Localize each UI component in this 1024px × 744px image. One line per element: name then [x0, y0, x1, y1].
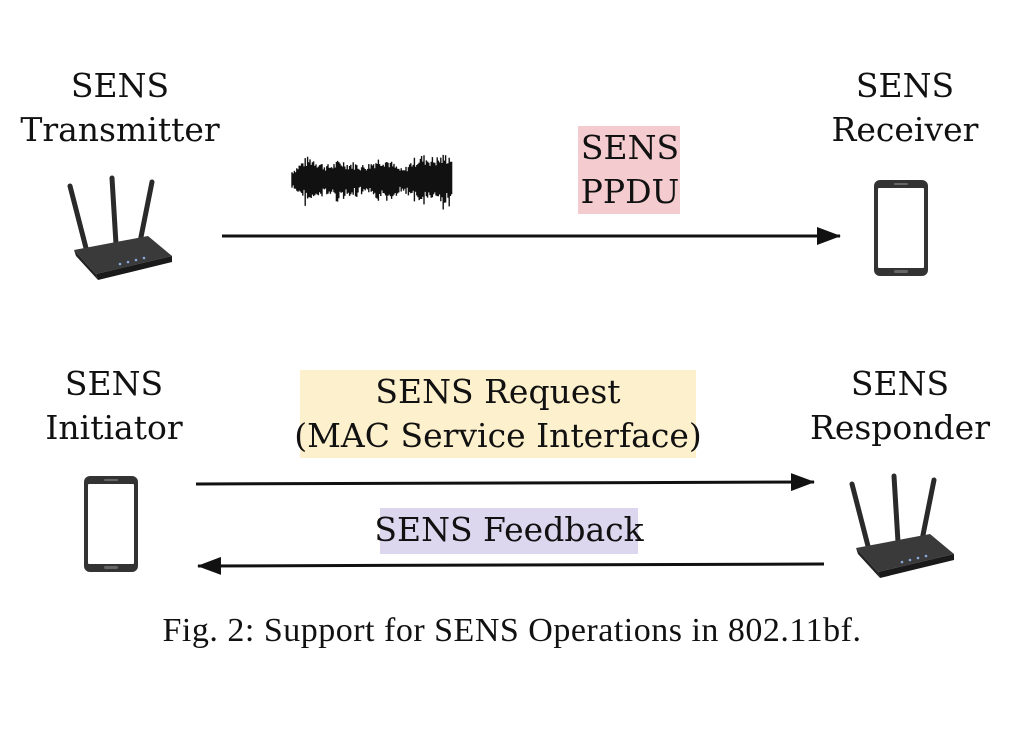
- receiver-label: SENS Receiver: [800, 64, 1010, 152]
- responder-label: SENS Responder: [790, 362, 1010, 450]
- figure-caption: Fig. 2: Support for SENS Operations in 8…: [162, 612, 862, 649]
- ppdu-label: SENS PPDU: [560, 126, 700, 214]
- feedback-label: SENS Feedback: [370, 508, 648, 552]
- feedback-arrow: [197, 556, 825, 575]
- request-label-line2: (MAC Service Interface): [294, 416, 702, 455]
- transmitter-label: SENS Transmitter: [10, 64, 230, 152]
- smartphone-icon: [84, 476, 138, 572]
- responder-label-line2: Responder: [810, 408, 990, 447]
- waveform-icon: [291, 154, 453, 210]
- responder-label-line1: SENS: [850, 364, 950, 403]
- receiver-label-line2: Receiver: [831, 110, 979, 149]
- request-highlight: [300, 370, 696, 458]
- initiator-label: SENS Initiator: [4, 362, 224, 450]
- ppdu-label-line2: PPDU: [580, 172, 680, 211]
- initiator-label-line1: SENS: [64, 364, 164, 403]
- initiator-label-line2: Initiator: [45, 408, 183, 447]
- request-arrow: [195, 473, 815, 492]
- ppdu-label-line1: SENS: [580, 128, 680, 167]
- request-label: SENS Request (MAC Service Interface): [290, 370, 706, 458]
- transmitter-label-line2: Transmitter: [20, 110, 220, 149]
- wifi-router-icon: [849, 473, 954, 578]
- receiver-label-line1: SENS: [855, 66, 955, 105]
- smartphone-icon: [874, 180, 928, 276]
- wifi-router-icon: [67, 175, 172, 280]
- transmitter-label-line1: SENS: [70, 66, 170, 105]
- request-label-line1: SENS Request: [375, 372, 621, 411]
- feedback-label-text: SENS Feedback: [374, 510, 644, 549]
- ppdu-highlight: [578, 126, 680, 214]
- feedback-highlight: [380, 508, 638, 554]
